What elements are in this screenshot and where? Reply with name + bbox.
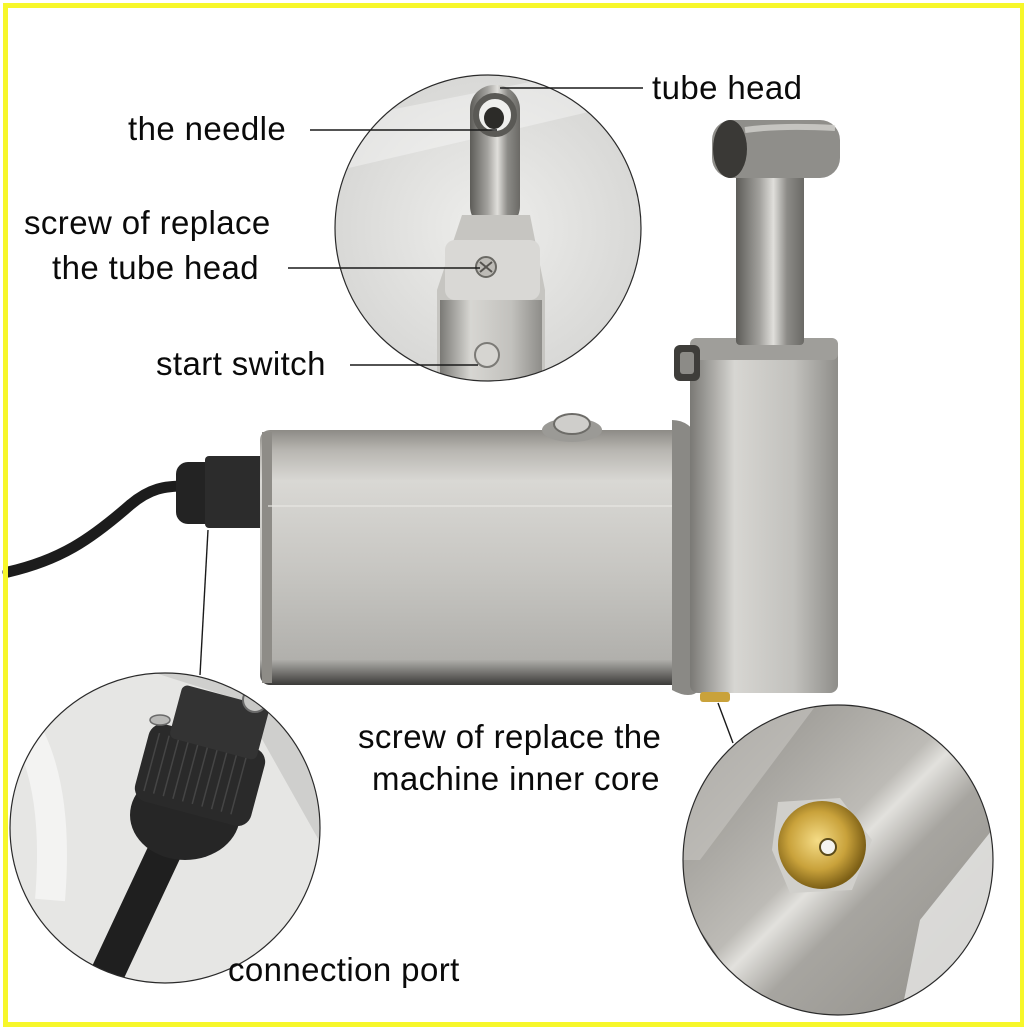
label-connection-port: connection port [228, 951, 460, 988]
inner-core-circle-outline [682, 704, 994, 1016]
inner-core-screw-callout [682, 704, 994, 1016]
connection-port-callout [9, 672, 321, 984]
label-screw-inner-core-line1: screw of replace the [358, 718, 662, 755]
leader-inner-core [717, 702, 734, 744]
label-screw-inner-core-line2: machine inner core [372, 760, 660, 797]
machine-body [260, 413, 700, 685]
front-block [672, 338, 838, 702]
needle-detail-circle-outline [334, 74, 642, 382]
label-tube-head: tube head [652, 69, 803, 106]
tube-head [712, 120, 840, 345]
cable-gland [176, 456, 265, 528]
needle-detail-callout [334, 74, 642, 382]
connection-port-circle-outline [9, 672, 321, 984]
label-start-switch: start switch [156, 345, 326, 382]
label-the-needle: the needle [128, 110, 287, 147]
label-screw-tube-head-line2: the tube head [52, 249, 260, 286]
leader-connection-port [199, 529, 209, 676]
power-cable [2, 480, 191, 578]
leader-lines [199, 87, 734, 744]
label-screw-tube-head-line1: screw of replace [24, 204, 271, 241]
